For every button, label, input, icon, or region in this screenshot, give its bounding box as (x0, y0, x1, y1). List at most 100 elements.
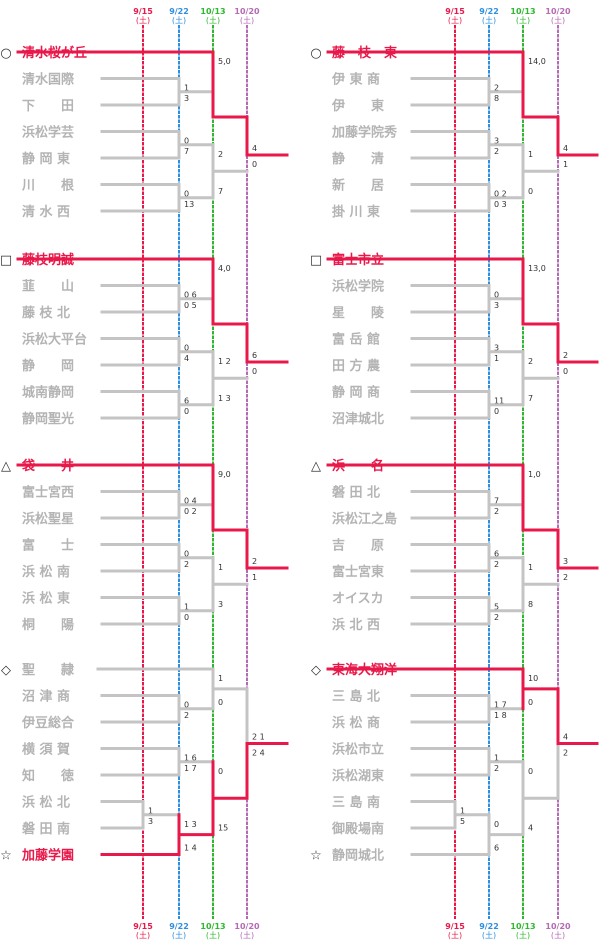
score: 0 (218, 767, 223, 776)
team-name: 富士宮東 (332, 564, 384, 580)
team-name: 静 清 (332, 151, 384, 167)
score: 2 (563, 749, 568, 758)
date-label-top: 9/15 (133, 7, 153, 16)
team-name: 浜 松 北 (22, 795, 70, 811)
team-name: 浜松江之島 (332, 511, 397, 527)
seed-mark: ☆ (310, 849, 322, 864)
score: 2 (218, 150, 223, 159)
score: 1 8 (494, 711, 507, 720)
score: 7 (494, 497, 499, 506)
score: 4 (528, 824, 533, 833)
score: 14,0 (528, 57, 546, 66)
team-name: 伊豆総合 (21, 715, 75, 731)
team-name: 浜松学院 (332, 279, 384, 295)
score: 2 (252, 557, 257, 566)
team-name: 川 根 (21, 178, 75, 194)
team-name: 富 士 (22, 538, 74, 554)
day-label-top: (土) (516, 15, 530, 25)
score: 0 (563, 367, 568, 376)
team-name: 浜 松 商 (332, 715, 380, 731)
team-name: 伊 東 商 (331, 72, 380, 88)
date-label-top: 9/22 (479, 7, 499, 16)
score: 0 6 (184, 291, 197, 300)
score: 0 (494, 407, 499, 416)
score: 0 3 (494, 200, 507, 209)
team-name: 浜松大平台 (22, 332, 87, 348)
score: 0 (494, 291, 499, 300)
team-name: 浜 北 西 (332, 617, 380, 633)
team-name: 静 岡 (22, 358, 74, 374)
score: 5 (494, 603, 499, 612)
date-label-bottom: 10/13 (200, 922, 225, 931)
score: 0 (184, 550, 189, 559)
day-label-bottom: (土) (551, 930, 565, 940)
score: 2 (563, 351, 568, 360)
score: 1 (148, 807, 153, 816)
seed-mark: ○ (0, 46, 11, 61)
score: 1 4 (184, 844, 197, 853)
day-label-bottom: (土) (136, 930, 150, 940)
score: 2 4 (252, 749, 265, 758)
team-name: 浜松市立 (332, 742, 384, 758)
score: 1 7 (184, 764, 197, 773)
seed-mark: ◇ (311, 663, 321, 678)
score: 6 (494, 844, 499, 853)
score: 2 (494, 84, 499, 93)
score: 2 (494, 764, 499, 773)
score: 1 3 (184, 820, 197, 829)
score: 5,0 (218, 57, 231, 66)
score: 0 (184, 137, 189, 146)
score: 3 (494, 301, 499, 310)
score: 4 (563, 144, 568, 153)
team-name: 田 方 農 (332, 358, 381, 374)
date-label-bottom: 9/22 (479, 922, 499, 931)
score: 3 (184, 94, 189, 103)
team-name: 磐 田 北 (332, 485, 380, 501)
score: 2 (563, 573, 568, 582)
seed-mark: ○ (310, 46, 321, 61)
score: 1 (494, 354, 499, 363)
seed-mark: □ (310, 253, 322, 268)
day-label-top: (土) (448, 15, 462, 25)
score: 2 (184, 711, 189, 720)
date-label-bottom: 9/15 (133, 922, 153, 931)
date-label-bottom: 10/13 (510, 922, 535, 931)
date-label-top: 9/15 (445, 7, 465, 16)
score: 8 (528, 600, 533, 609)
day-label-top: (土) (482, 15, 496, 25)
score: 6 (252, 351, 257, 360)
score: 10 (528, 674, 538, 683)
team-name: 浜 松 東 (22, 591, 70, 607)
score: 0 (184, 701, 189, 710)
team-name: 知 徳 (22, 768, 74, 784)
score: 0 (528, 767, 533, 776)
day-label-top: (土) (240, 15, 254, 25)
score: 1 6 (184, 754, 197, 763)
team-name: 掛 川 東 (332, 204, 380, 220)
score: 1 3 (218, 394, 231, 403)
score: 9,0 (218, 470, 231, 479)
team-name: オイスカ (332, 592, 384, 607)
team-name: 浜松学芸 (22, 125, 74, 141)
date-label-top: 10/20 (234, 7, 260, 16)
score: 6 (494, 550, 499, 559)
score: 1 (494, 754, 499, 763)
score: 0 2 (184, 507, 197, 516)
date-label-bottom: 9/22 (169, 922, 189, 931)
score: 7 (528, 394, 533, 403)
seed-mark: ◇ (1, 663, 11, 678)
score: 0 (184, 613, 189, 622)
team-name: 加藤学院秀 (331, 125, 398, 141)
score: 7 (218, 187, 223, 196)
score: 2 1 (252, 733, 265, 742)
score: 1 (528, 563, 533, 572)
team-name: 新 居 (332, 178, 384, 194)
seed-mark: △ (1, 459, 11, 474)
score: 4,0 (218, 264, 231, 273)
score: 2 (184, 560, 189, 569)
team-name: 三 島 北 (332, 689, 380, 705)
team-name: 浜 松 南 (22, 564, 70, 580)
score: 0 4 (184, 497, 197, 506)
score: 0 2 (494, 190, 507, 199)
score: 1 (460, 807, 465, 816)
